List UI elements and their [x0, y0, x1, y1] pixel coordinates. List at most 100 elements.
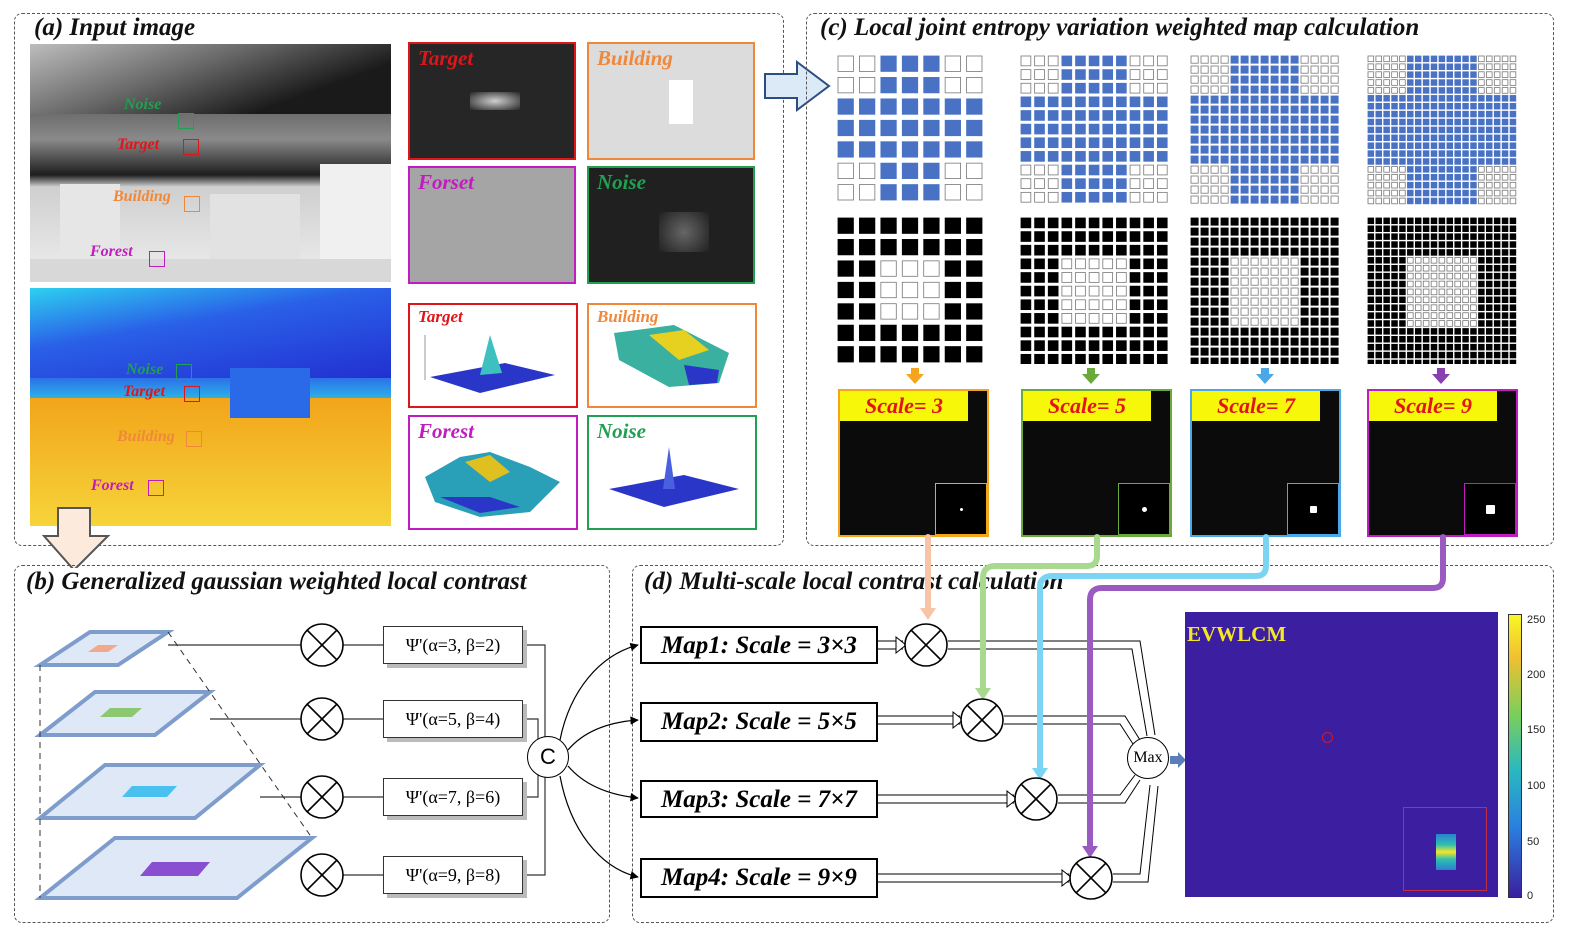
window-cell — [1446, 189, 1454, 197]
window-cell — [1210, 237, 1219, 246]
window-cell — [1383, 189, 1390, 197]
window-cell — [1430, 87, 1438, 94]
window-cell — [1061, 299, 1073, 311]
window-cell — [1310, 55, 1319, 64]
window-cell — [1391, 217, 1398, 225]
window-cell — [1478, 312, 1485, 319]
window-cell — [1430, 280, 1438, 288]
window-cell — [1446, 87, 1454, 94]
window-cell — [1422, 150, 1430, 157]
window-cell — [1240, 277, 1249, 286]
window-cell — [1116, 326, 1127, 338]
window-cell — [1190, 135, 1199, 144]
window-cell — [1280, 175, 1289, 184]
window-cell — [1414, 197, 1422, 205]
window-cell — [1493, 280, 1501, 288]
window-cell — [1430, 304, 1438, 311]
window-cell — [1330, 217, 1339, 226]
window-cell — [1493, 296, 1501, 304]
window-cell — [1383, 217, 1390, 225]
window-cell — [1383, 166, 1390, 173]
window-cell — [1422, 55, 1430, 63]
window-cell — [1075, 151, 1086, 162]
window-cell — [1270, 297, 1279, 306]
window-cell — [1230, 357, 1239, 364]
window-cell — [1088, 69, 1100, 80]
window-cell — [1210, 307, 1219, 316]
window-cell — [880, 162, 897, 179]
window-cell — [1391, 320, 1398, 327]
window-cell — [1438, 241, 1446, 248]
window-cell — [1470, 166, 1477, 173]
window-cell — [1088, 55, 1100, 67]
window-cell — [1210, 327, 1219, 336]
window-cell — [1367, 280, 1375, 288]
window-cell — [1061, 313, 1073, 324]
window-cell — [1438, 174, 1446, 181]
window-cell — [1446, 225, 1454, 232]
window-cell — [1270, 85, 1279, 94]
window-cell — [1391, 197, 1398, 205]
window-cell — [1493, 95, 1501, 102]
window-cell — [1290, 55, 1299, 64]
window-cell — [1240, 115, 1249, 124]
window-cell — [859, 346, 876, 363]
window-cell — [1422, 79, 1430, 86]
window-cell — [1462, 272, 1469, 280]
window-cell — [1020, 244, 1032, 256]
window-cell — [1230, 135, 1239, 144]
window-cell — [1220, 75, 1229, 84]
window-cell — [1422, 87, 1430, 94]
window-cell — [1102, 137, 1114, 149]
window-cell — [1116, 244, 1127, 256]
window-cell — [1210, 95, 1219, 104]
window-cell — [1129, 96, 1141, 108]
window-cell — [1375, 257, 1382, 264]
window-cell — [1446, 312, 1454, 319]
window-cell — [1300, 257, 1309, 266]
window-cell — [837, 346, 854, 363]
window-cell — [1034, 313, 1045, 324]
window-cell — [1493, 134, 1501, 142]
window-cell — [1129, 258, 1141, 270]
window-cell — [1470, 233, 1477, 240]
window-cell — [1330, 125, 1339, 134]
window-cell — [1501, 95, 1509, 102]
window-cell — [1446, 110, 1454, 118]
window-cell — [1462, 264, 1469, 272]
window-cell — [1270, 257, 1279, 266]
window-cell — [1367, 264, 1375, 272]
window-cell — [1260, 85, 1269, 94]
window-cell — [1391, 71, 1398, 78]
window-cell — [1210, 55, 1219, 64]
window-cell — [1310, 125, 1319, 134]
window-cell — [1240, 185, 1249, 194]
window-cell — [1034, 96, 1045, 108]
window-cell — [1391, 272, 1398, 280]
infrared-image — [30, 44, 391, 282]
window-cell — [1438, 118, 1446, 126]
window-cell — [1190, 195, 1199, 204]
window-cell — [1280, 267, 1289, 276]
window-cell — [1509, 272, 1517, 280]
window-cell — [1470, 328, 1477, 335]
window-cell — [1210, 155, 1219, 164]
window-cell — [1430, 71, 1438, 78]
window-cell — [859, 217, 876, 234]
window-cell — [1320, 317, 1329, 326]
window-cell — [1270, 267, 1279, 276]
window-cell — [1143, 164, 1154, 176]
window-cell — [1240, 145, 1249, 154]
window-cell — [1280, 115, 1289, 124]
window-cell — [1075, 164, 1086, 176]
window-cell — [1230, 307, 1239, 316]
window-cell — [1414, 328, 1422, 335]
window-cell — [1414, 225, 1422, 232]
window-cell — [1200, 267, 1209, 276]
window-cell — [1486, 71, 1493, 78]
window-cell — [1210, 297, 1219, 306]
window-cell — [1250, 165, 1259, 174]
window-cell — [1129, 55, 1141, 67]
window-cell — [1375, 328, 1382, 335]
psi-box-3: Ψ'(α=7, β=6) — [383, 778, 523, 816]
